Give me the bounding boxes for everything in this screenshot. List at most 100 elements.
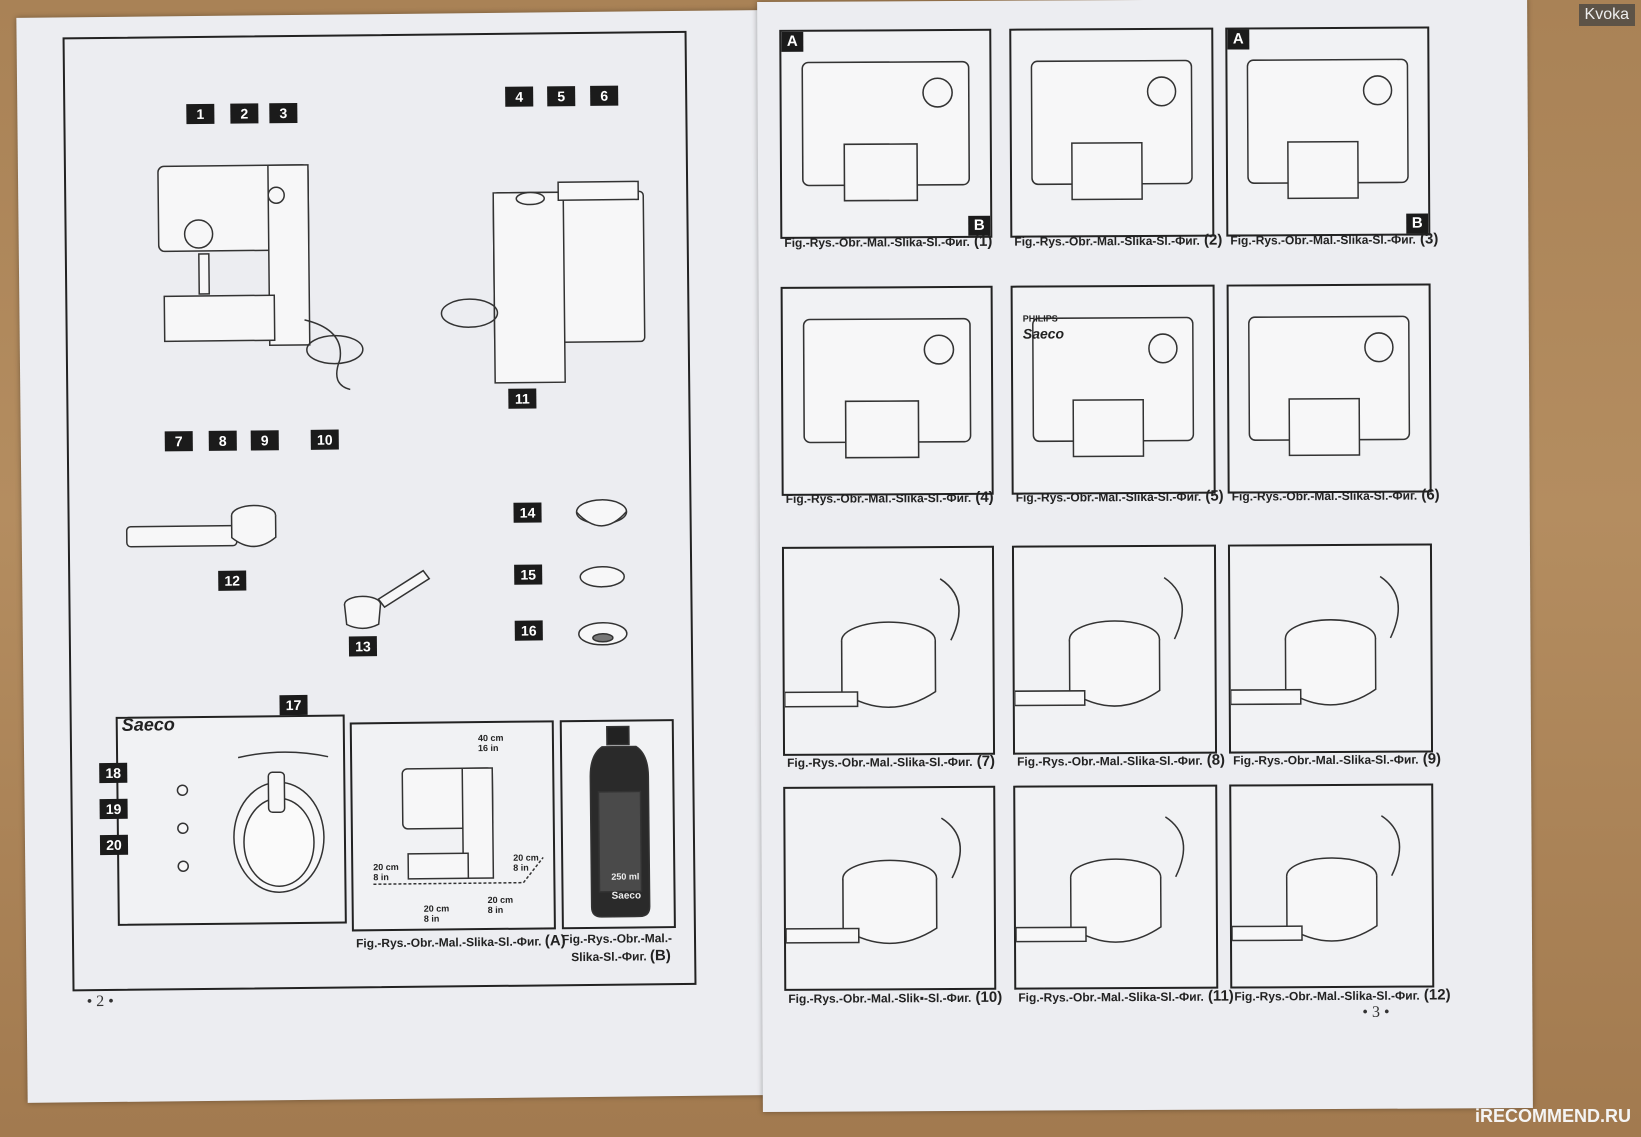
figure-illustration-11 — [1015, 816, 1185, 943]
figure-caption-3: Fig.-Rys.-Obr.-Mal.-Slika-Sl.-Фиг. (3) — [1230, 230, 1438, 248]
caption-text: Fig.-Rys.-Obr.-Mal.-Slika-Sl.-Фиг. — [1017, 753, 1203, 769]
figure-illustration-2 — [1030, 59, 1193, 201]
dim-back-cm: 20 cm — [487, 894, 514, 906]
dim-height-in: 16 in — [477, 742, 499, 754]
watermark-user: Kvoka — [1578, 4, 1635, 26]
figure-panel-2 — [1009, 27, 1215, 238]
callout-2: 2 — [230, 103, 259, 124]
callout-20: 20 — [99, 834, 129, 856]
manual-page-left: 1 2 3 4 5 6 7 8 9 10 11 12 13 14 15 16 S… — [16, 10, 770, 1103]
callout-12: 12 — [218, 570, 247, 591]
callout-8: 8 — [208, 430, 237, 451]
caption-text: Fig.-Rys.-Obr.-Mal.-Slika-Sl.-Фиг. — [787, 754, 973, 770]
figure-illustration-10 — [785, 817, 961, 944]
caption-text: Fig.-Rys.-Obr.-Mal.-Slik▪-Sl.-Фиг. — [788, 990, 972, 1006]
callout-6: 6 — [590, 85, 619, 106]
callout-13: 13 — [348, 636, 378, 657]
figure-illustration-6 — [1248, 315, 1411, 457]
figure-illustration-8 — [1013, 577, 1183, 707]
caption-number: (7) — [972, 752, 996, 770]
callout-9: 9 — [250, 430, 279, 451]
caption-text: Fig.-Rys.-Obr.-Mal.-Slika-Sl.-Фиг. — [785, 490, 972, 506]
caption-number: (4) — [971, 488, 994, 506]
dim-front-in: 8 in — [423, 913, 440, 924]
caption-number: (12) — [1419, 986, 1451, 1004]
caption-number: (10) — [971, 988, 1003, 1006]
caption-fig-b-2: Slika-Sl.-Фиг. (B) — [571, 947, 671, 965]
callout-4: 4 — [505, 86, 534, 107]
caption-text: Fig.-Rys.-Obr.-Mal.-Slika-Sl.-Фиг. — [1015, 489, 1202, 505]
dim-left-cm: 20 cm — [373, 861, 399, 873]
caption-number: (8) — [1202, 751, 1226, 769]
figure-panel-8 — [1011, 544, 1218, 755]
callout-19: 19 — [99, 798, 128, 820]
caption-number: (2) — [1199, 231, 1223, 249]
dim-front-cm: 20 cm — [423, 903, 450, 914]
figure-caption-11: Fig.-Rys.-Obr.-Mal.-Slika-Sl.-Фиг. (11) — [1018, 988, 1234, 1006]
corner-label-a: A — [781, 31, 804, 52]
figure-caption-6: Fig.-Rys.-Obr.-Mal.-Slika-Sl.-Фиг. (6) — [1232, 486, 1440, 504]
caption-number: (6) — [1417, 486, 1440, 504]
figure-caption-5: Fig.-Rys.-Obr.-Mal.-Slika-Sl.-Фиг. (5) — [1016, 488, 1224, 506]
figure-a-clearance: 40 cm 16 in 20 cm 8 in 20 cm 8 in 20 cm … — [349, 720, 556, 932]
callout-3: 3 — [269, 102, 298, 124]
caption-text: Fig.-Rys.-Obr.-Mal.-Slika-Sl.-Фиг. — [1230, 232, 1416, 248]
figure-illustration-4 — [802, 317, 972, 459]
figure-caption-1: Fig.-Rys.-Obr.-Mal.-Slika-Sl.-Фиг. (1) — [784, 233, 992, 251]
watermark-site: iRECOMMEND.RU — [1475, 1106, 1631, 1126]
caption-text: Fig.-Rys.-Obr.-Mal.-Slika-Sl.-Фиг. — [1231, 488, 1418, 504]
callout-10: 10 — [310, 429, 339, 450]
caption-text: Fig.-Rys.-Obr.-Mal.-Slika-Sl.-Фиг. — [784, 234, 970, 250]
dim-right-cm: 20 cm — [513, 852, 539, 863]
caption-fig-a: Fig.-Rys.-Obr.-Mal.-Slika-Sl.-Фиг. (A) — [355, 932, 566, 951]
callout-14: 14 — [513, 502, 542, 523]
figure-caption-8: Fig.-Rys.-Obr.-Mal.-Slika-Sl.-Фиг. (8) — [1017, 752, 1225, 770]
callout-5: 5 — [547, 86, 576, 107]
caption-text: Fig.-Rys.-Obr.-Mal.-Slika-Sl.-Фиг. — [1014, 233, 1200, 249]
control-panel-figure: Saeco — [115, 714, 347, 926]
page-number-right: • 3 • — [1362, 1003, 1390, 1021]
bottle-brand: Saeco — [611, 890, 642, 902]
caption-number: (11) — [1203, 987, 1234, 1005]
figure-caption-10: Fig.-Rys.-Obr.-Mal.-Slik▪-Sl.-Фиг. (10) — [788, 989, 1002, 1007]
figure-b-descaler: 250 ml Saeco — [559, 719, 676, 930]
corner-label-a: A — [1227, 29, 1250, 50]
figure-illustration-9 — [1229, 575, 1399, 706]
caption-fig-b: Fig.-Rys.-Obr.-Mal.- — [561, 931, 673, 947]
figure-illustration-1 — [801, 60, 971, 202]
callout-7: 7 — [164, 431, 193, 452]
callout-1: 1 — [186, 103, 215, 125]
figure-panel-4 — [780, 285, 994, 496]
callout-16: 16 — [514, 620, 543, 641]
figure-illustration-12 — [1231, 815, 1401, 942]
figure-caption-4: Fig.-Rys.-Obr.-Mal.-Slika-Sl.-Фиг. (4) — [786, 489, 994, 507]
callout-11: 11 — [508, 388, 537, 409]
caption-number: (3) — [1415, 230, 1439, 248]
caption-number: (9) — [1418, 750, 1442, 768]
figure-caption-2: Fig.-Rys.-Obr.-Mal.-Slika-Sl.-Фиг. (2) — [1014, 232, 1222, 250]
caption-text: Fig.-Rys.-Obr.-Mal.-Slika-Sl.-Фиг. — [1018, 989, 1204, 1005]
figure-panel-7 — [781, 545, 996, 756]
figure-illustration-3 — [1246, 58, 1409, 200]
figure-illustration-5 — [1032, 316, 1195, 458]
figure-panel-6 — [1226, 283, 1432, 494]
dim-right-in: 8 in — [513, 862, 529, 873]
figure-panel-11 — [1013, 784, 1219, 990]
caption-number: (5) — [1201, 487, 1224, 505]
dim-back-in: 8 in — [487, 904, 504, 916]
figure-panel-9 — [1227, 543, 1434, 754]
caption-text: Fig.-Rys.-Obr.-Mal.-Slika-Sl.-Фиг. — [1234, 988, 1420, 1004]
figure-caption-7: Fig.-Rys.-Obr.-Mal.-Slika-Sl.-Фиг. (7) — [787, 753, 995, 771]
page-number-left: • 2 • — [86, 992, 114, 1011]
figure-caption-9: Fig.-Rys.-Obr.-Mal.-Slika-Sl.-Фиг. (9) — [1233, 750, 1441, 768]
caption-text: Fig.-Rys.-Obr.-Mal.-Slika-Sl.-Фиг. — [1233, 752, 1419, 768]
brand-saeco: Saeco — [1022, 325, 1065, 342]
machine-illustrations — [125, 164, 646, 646]
bottle-volume: 250 ml — [611, 871, 640, 882]
brand-philips: PHILIPS — [1022, 313, 1058, 324]
callout-18: 18 — [99, 762, 128, 784]
